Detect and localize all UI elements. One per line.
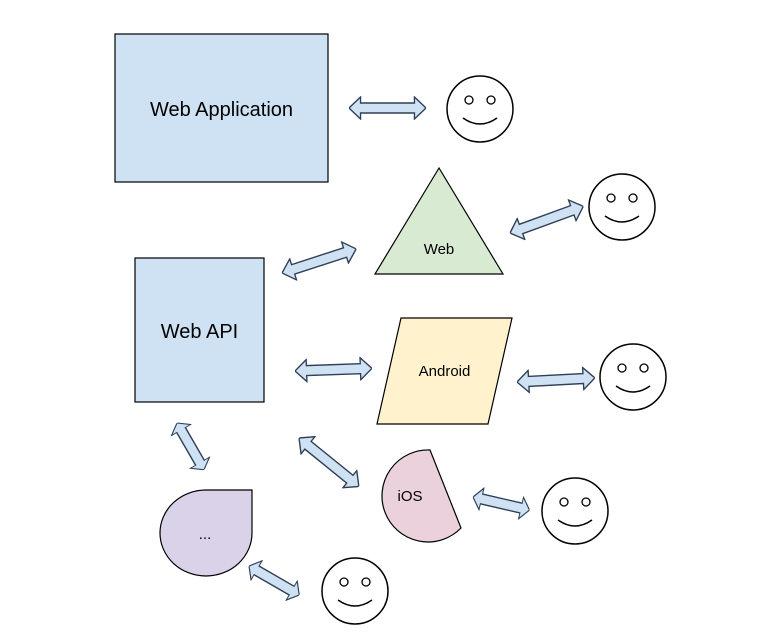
- other-client-label: ...: [199, 526, 212, 543]
- ios-client-label: iOS: [397, 488, 422, 505]
- smiley-face-icon: [321, 557, 389, 625]
- web-application-box: Web Application: [114, 33, 329, 183]
- web-api-box: Web API: [134, 257, 265, 403]
- smiley-face-icon: [599, 343, 667, 411]
- double-headed-arrow-icon: [294, 356, 373, 383]
- android-client-parallelogram: Android: [376, 317, 513, 425]
- android-client-label: Android: [419, 363, 471, 380]
- web-api-label: Web API: [161, 321, 238, 343]
- double-headed-arrow-icon: [291, 428, 367, 496]
- double-headed-arrow-icon: [278, 237, 360, 285]
- web-client-label: Web: [424, 241, 455, 258]
- double-headed-arrow-icon: [166, 417, 215, 476]
- double-headed-arrow-icon: [243, 555, 306, 606]
- web-client-triangle: Web: [373, 166, 505, 275]
- double-headed-arrow-icon: [349, 96, 426, 120]
- ios-client-shape: iOS: [381, 449, 462, 543]
- double-headed-arrow-icon: [470, 485, 533, 522]
- web-application-label: Web Application: [150, 99, 293, 121]
- smiley-face-icon: [541, 477, 609, 545]
- other-client-teardrop: ...: [159, 489, 253, 577]
- smiley-face-icon: [446, 75, 514, 143]
- double-headed-arrow-icon: [505, 195, 588, 245]
- smiley-face-icon: [588, 173, 656, 241]
- double-headed-arrow-icon: [516, 366, 596, 394]
